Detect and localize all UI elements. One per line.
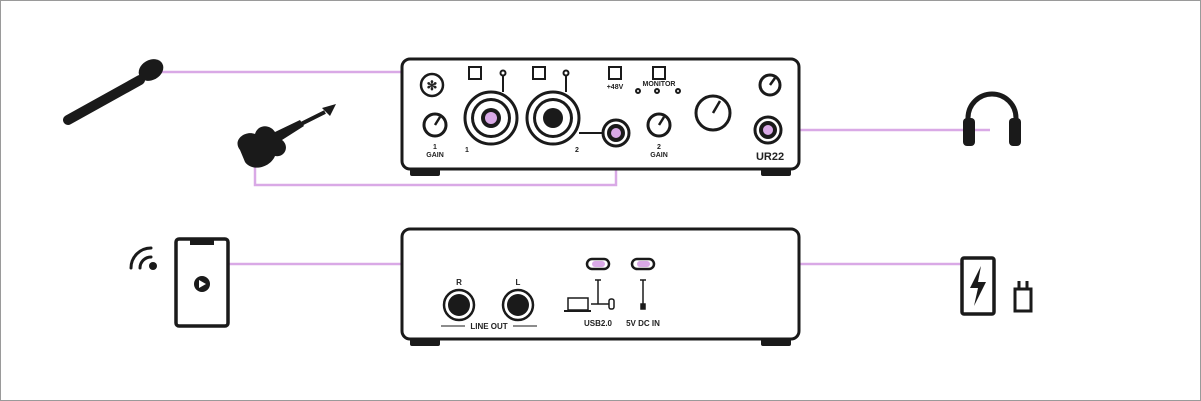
jack-r-label: R xyxy=(456,278,462,287)
wireless-icon xyxy=(129,246,157,270)
guitar-icon xyxy=(237,104,336,168)
gain-2-label: GAIN xyxy=(650,152,668,159)
svg-text:✻: ✻ xyxy=(427,78,438,93)
pad-switch-1[interactable] xyxy=(468,66,482,80)
line-out-l-jack[interactable] xyxy=(501,288,535,322)
dc-in-label: 5V DC IN xyxy=(626,319,660,328)
monitor-switch[interactable] xyxy=(652,66,666,80)
front-panel: ✻ xyxy=(400,57,801,176)
combo-input-2[interactable] xyxy=(525,90,581,146)
usb-port[interactable] xyxy=(585,257,611,271)
power-bank-icon xyxy=(960,256,996,316)
input-2-number: 2 xyxy=(575,147,579,154)
dc-in-port[interactable] xyxy=(630,257,656,271)
laptop-icon xyxy=(564,297,591,312)
hi-z-input[interactable] xyxy=(601,118,631,148)
yamaha-logo-icon: ✻ xyxy=(419,72,445,98)
model-logo: UR22 xyxy=(756,151,784,163)
monitor-label: MONITOR xyxy=(643,81,676,88)
headphones-icon xyxy=(963,91,1021,146)
jack-l-label: L xyxy=(516,278,521,287)
line-out-label: LINE OUT xyxy=(470,322,507,331)
rear-panel: R L LINE OUT USB2.0 5V DC IN xyxy=(400,227,801,346)
line-out-r-jack[interactable] xyxy=(442,288,476,322)
gain-2-ch: 2 xyxy=(657,144,661,151)
input-1-number: 1 xyxy=(465,147,469,154)
microphone-icon xyxy=(63,59,164,125)
headphone-output[interactable] xyxy=(753,115,783,145)
phantom-switch[interactable] xyxy=(608,66,622,80)
smartphone-play-icon xyxy=(174,237,230,328)
usb-label: USB2.0 xyxy=(584,319,613,328)
phantom-label: +48V xyxy=(607,84,624,91)
combo-input-1[interactable] xyxy=(463,90,519,146)
ac-plug-icon xyxy=(1013,281,1033,313)
pad-switch-2[interactable] xyxy=(532,66,546,80)
gain-1-label: GAIN xyxy=(426,152,444,159)
gain-1-ch: 1 xyxy=(433,144,437,151)
